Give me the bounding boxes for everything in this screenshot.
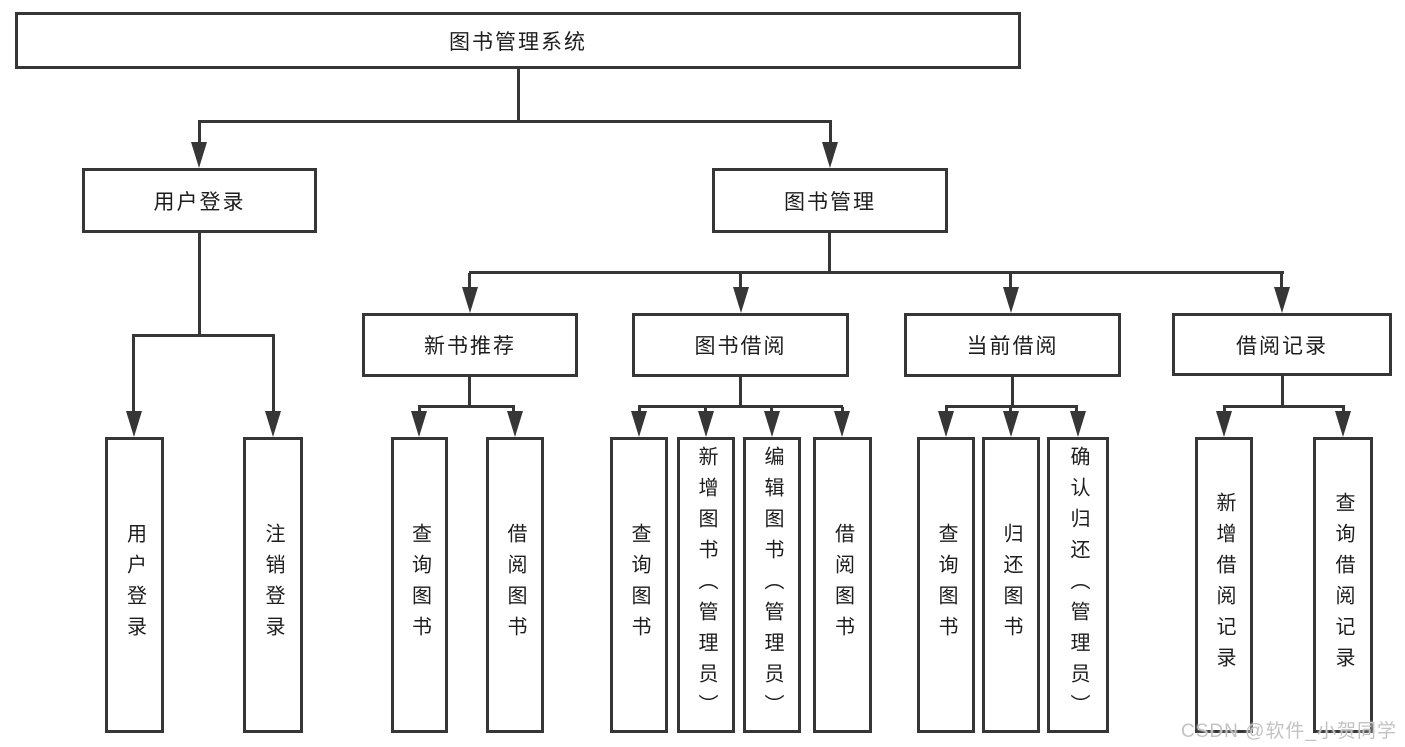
arrow-down-icon	[1003, 287, 1019, 313]
connector-line	[198, 122, 201, 144]
arrow-down-icon	[191, 142, 207, 168]
connector-line	[1281, 375, 1284, 407]
connector-line	[1223, 405, 1345, 408]
connector-line	[1011, 377, 1014, 407]
connector-line	[468, 273, 471, 289]
arrow-down-icon	[1003, 411, 1019, 437]
leaf-edit-book-admin: 编辑图书（管理员）	[743, 437, 801, 733]
node-book-borrow: 图书借阅	[632, 313, 849, 377]
leaf-borrow-books: 借阅图书	[813, 437, 872, 733]
node-root: 图书管理系统	[15, 12, 1021, 69]
node-book-management: 图书管理	[712, 168, 948, 233]
leaf-query-books-current: 查询图书	[917, 437, 975, 733]
leaf-return-book: 归还图书	[982, 437, 1040, 733]
arrow-down-icon	[938, 411, 954, 437]
arrow-down-icon	[822, 142, 838, 168]
arrow-down-icon	[126, 411, 142, 437]
node-new-book-recommend: 新书推荐	[362, 313, 578, 377]
connector-line	[517, 68, 520, 122]
connector-line	[828, 233, 831, 273]
connector-line	[198, 233, 201, 336]
node-user-login: 用户登录	[82, 168, 317, 233]
arrow-down-icon	[764, 411, 780, 437]
connector-line	[739, 377, 742, 407]
arrow-down-icon	[698, 411, 714, 437]
arrow-down-icon	[1216, 411, 1232, 437]
node-borrow-records: 借阅记录	[1172, 313, 1392, 376]
connector-line	[945, 405, 1078, 408]
leaf-user-login: 用户登录	[105, 437, 164, 733]
connector-line	[418, 405, 515, 408]
node-current-borrow: 当前借阅	[904, 313, 1121, 377]
arrow-down-icon	[507, 411, 523, 437]
leaf-add-book-admin: 新增图书（管理员）	[677, 437, 735, 733]
arrow-down-icon	[411, 411, 427, 437]
arrow-down-icon	[834, 411, 850, 437]
leaf-query-borrow-record: 查询借阅记录	[1313, 437, 1373, 733]
connector-line	[829, 122, 832, 144]
leaf-add-borrow-record: 新增借阅记录	[1195, 437, 1253, 733]
connector-line	[272, 336, 275, 412]
arrow-down-icon	[1335, 411, 1351, 437]
connector-line	[469, 271, 1284, 274]
watermark: CSDN @软件_小贺同学	[1181, 721, 1397, 742]
connector-line	[638, 405, 843, 408]
leaf-query-books-recommend: 查询图书	[391, 437, 448, 733]
leaf-confirm-return-admin: 确认归还（管理员）	[1047, 437, 1109, 733]
connector-line	[1009, 273, 1012, 289]
arrow-down-icon	[1070, 411, 1086, 437]
leaf-borrow-books-recommend: 借阅图书	[486, 437, 544, 733]
arrow-down-icon	[733, 287, 749, 313]
arrow-down-icon	[265, 411, 281, 437]
arrow-down-icon	[631, 411, 647, 437]
connector-line	[132, 334, 275, 337]
leaf-query-books-borrow: 查询图书	[610, 437, 668, 733]
arrow-down-icon	[462, 287, 478, 313]
arrow-down-icon	[1274, 287, 1290, 313]
connector-line	[132, 336, 135, 412]
leaf-logout: 注销登录	[243, 437, 303, 733]
connector-line	[468, 377, 471, 407]
connector-line	[1280, 273, 1283, 289]
connector-line	[198, 120, 832, 123]
connector-line	[739, 273, 742, 289]
